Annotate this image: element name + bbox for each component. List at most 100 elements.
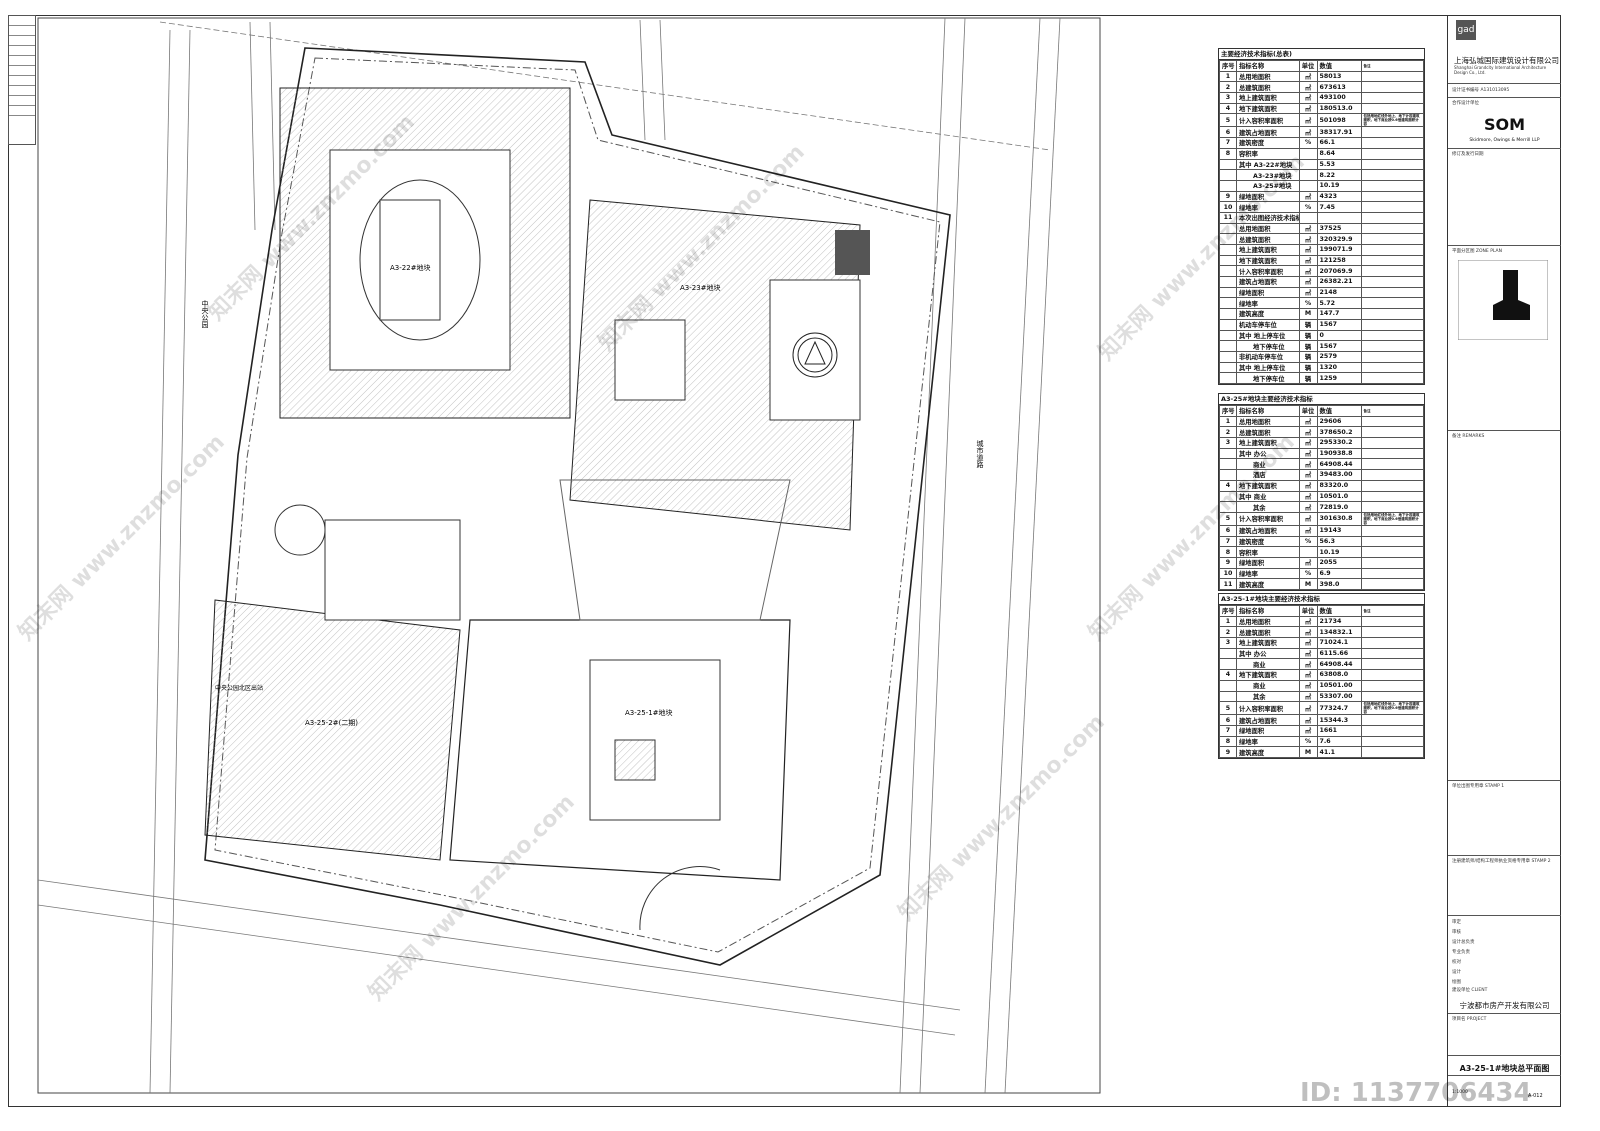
item-name: 商业 <box>1253 683 1266 691</box>
unit-cell: 辆 <box>1298 318 1318 331</box>
item-name: 商业 <box>1253 461 1266 469</box>
stamp2-label: 注册建筑师/结构工程师执业资格专用章 STAMP 2 <box>1452 859 1551 864</box>
name-cell: 总建筑面积 <box>1236 626 1300 639</box>
item-name: 计入容积率面积 <box>1239 117 1284 125</box>
row-number: 6 <box>1219 524 1237 537</box>
row-number: 11 <box>1219 578 1237 590</box>
value-cell: 41.1 <box>1316 746 1362 758</box>
group-label: 其中 <box>1239 651 1252 659</box>
note-cell <box>1360 211 1424 224</box>
name-cell: 商业 <box>1236 658 1300 671</box>
header-cell: 备注 <box>1360 60 1424 72</box>
name-cell: 计入容积率面积 <box>1236 113 1300 128</box>
item-name: 绿地率 <box>1239 570 1258 578</box>
unit-cell: ㎡ <box>1298 479 1318 492</box>
header-cell: 指标名称 <box>1236 605 1300 617</box>
value-cell: 1320 <box>1316 361 1362 374</box>
name-cell: 其中 办公 <box>1236 647 1300 660</box>
row-number <box>1219 469 1237 481</box>
table-row: 绿地率%5.72 <box>1219 297 1424 310</box>
unit-cell: ㎡ <box>1298 70 1318 83</box>
name-cell: 绿地率 <box>1236 567 1300 580</box>
name-cell: 其余 <box>1236 501 1300 513</box>
value-cell: 72819.0 <box>1316 501 1362 513</box>
value-cell: 180513.0 <box>1316 102 1362 115</box>
note-cell <box>1360 437 1424 449</box>
watermark-id: ID: 1137706434 <box>1300 1078 1532 1108</box>
row-number: 6 <box>1219 714 1237 726</box>
item-name: 总建筑面积 <box>1239 429 1271 437</box>
note-cell <box>1360 276 1424 288</box>
unit-cell: ㎡ <box>1298 626 1318 639</box>
value-cell: 398.0 <box>1316 578 1362 590</box>
value-cell: 71024.1 <box>1316 637 1362 649</box>
row-number: 9 <box>1219 746 1237 758</box>
item-name: 总用地面积 <box>1239 619 1271 627</box>
value-cell: 39483.00 <box>1316 469 1362 481</box>
name-cell: 商业 <box>1236 679 1300 692</box>
unit-cell: ㎡ <box>1298 701 1318 716</box>
row-number <box>1219 458 1237 471</box>
note-cell <box>1360 535 1424 548</box>
item-name: 建筑高度 <box>1239 311 1265 319</box>
row-number <box>1219 179 1237 192</box>
row-number: 7 <box>1219 535 1237 548</box>
row-number: 3 <box>1219 92 1237 104</box>
value-cell: 64908.44 <box>1316 458 1362 471</box>
row-number: 1 <box>1219 415 1237 428</box>
item-name: A3-23#地块 <box>1253 172 1292 180</box>
row-number <box>1219 254 1237 267</box>
value-cell: 8.22 <box>1316 169 1362 181</box>
value-cell: 66.1 <box>1316 137 1362 149</box>
unit-cell: ㎡ <box>1298 669 1318 681</box>
note-cell <box>1360 415 1424 428</box>
note-cell <box>1360 286 1424 299</box>
name-cell: 绿地面积 <box>1236 724 1300 737</box>
unit-cell: ㎡ <box>1298 81 1318 94</box>
park-note: 中央公园北区出站 <box>215 684 263 692</box>
item-name: 地下停车位 <box>1253 343 1285 351</box>
item-name: 地上停车位 <box>1253 332 1286 340</box>
unit-cell: ㎡ <box>1298 426 1318 439</box>
value-cell: 26382.21 <box>1316 276 1362 288</box>
value-cell: 10.19 <box>1316 546 1362 558</box>
row-number: 10 <box>1219 567 1237 580</box>
row-number: 7 <box>1219 137 1237 149</box>
unit-cell: ㎡ <box>1298 415 1318 428</box>
note-cell <box>1360 501 1424 513</box>
item-name: 容积率 <box>1239 151 1258 159</box>
partner-full: Skidmore, Owings & Merrill LLP <box>1469 138 1540 143</box>
value-cell: 134832.1 <box>1316 626 1362 639</box>
name-cell: 总用地面积 <box>1236 415 1300 428</box>
item-name: 建筑密度 <box>1239 140 1265 148</box>
item-name: 地上建筑面积 <box>1239 440 1277 448</box>
name-cell: 机动车停车位 <box>1236 318 1300 331</box>
row-number <box>1219 447 1237 460</box>
row-number <box>1219 340 1237 352</box>
header-cell: 数值 <box>1316 405 1362 417</box>
remarks-label: 备注 REMARKS <box>1452 434 1485 439</box>
value-cell: 5.53 <box>1316 158 1362 171</box>
unit-cell: ㎡ <box>1298 102 1318 115</box>
block-a3-23: A3-23#地块 <box>569 199 870 531</box>
note-cell <box>1360 190 1424 203</box>
row-number: 4 <box>1219 102 1237 115</box>
value-cell: 673613 <box>1316 81 1362 94</box>
role-label: 审定 <box>1452 920 1461 925</box>
block-25-2-label: A3-25-2#(二期) <box>305 719 358 727</box>
